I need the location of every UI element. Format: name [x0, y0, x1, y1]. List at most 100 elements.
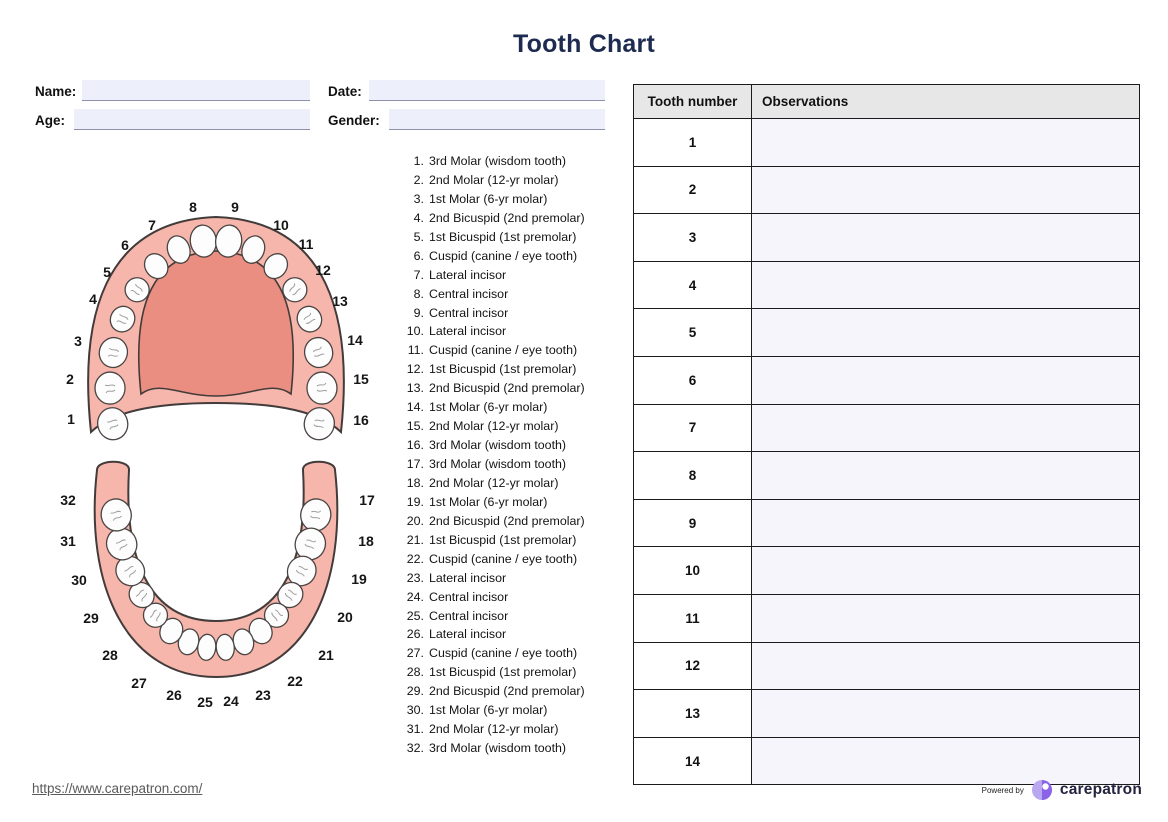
- tooth-number-cell: 7: [633, 403, 752, 453]
- observation-cell[interactable]: [751, 308, 1140, 357]
- name-input[interactable]: [82, 80, 310, 101]
- tooth-shape: [94, 371, 126, 405]
- tooth-number-cell: 3: [633, 213, 752, 262]
- tooth-shape: [100, 498, 132, 532]
- tooth-number-label: 8: [189, 199, 197, 215]
- observation-cell[interactable]: [751, 260, 1140, 310]
- website-link[interactable]: https://www.carepatron.com/: [32, 781, 203, 796]
- tooth-list-item: 14.1st Molar (6-yr molar): [398, 398, 628, 417]
- tooth-number-header: Tooth number: [633, 84, 752, 119]
- tooth-list-name: Lateral incisor: [429, 267, 507, 282]
- tooth-list-item: 23.Lateral incisor: [398, 569, 628, 588]
- tooth-list-number: 28.: [406, 665, 424, 680]
- observation-cell[interactable]: [751, 165, 1140, 215]
- tooth-number-cell: 13: [633, 689, 752, 738]
- observation-cell[interactable]: [751, 736, 1140, 786]
- tooth-list-item: 27. Cuspid (canine / eye tooth): [398, 644, 628, 663]
- tooth-list-name: Cuspid (canine / eye tooth): [429, 343, 578, 358]
- tooth-number-label: 16: [353, 412, 369, 428]
- observation-cell[interactable]: [751, 451, 1140, 500]
- tooth-list-item: 4.2nd Bicuspid (2nd premolar): [398, 209, 628, 228]
- tooth-list-item: 19.1st Molar (6-yr molar): [398, 493, 628, 512]
- observation-cell[interactable]: [751, 641, 1140, 691]
- tooth-list-name: 2nd Bicuspid (2nd premolar): [429, 513, 585, 528]
- gender-label: Gender:: [328, 113, 380, 128]
- tooth-number-label: 29: [83, 610, 99, 626]
- tooth-list-item: 1.3rd Molar (wisdom tooth): [398, 152, 628, 171]
- tooth-list-number: 26.: [406, 627, 424, 642]
- date-input[interactable]: [369, 80, 605, 101]
- tooth-list-name: 2nd Molar (12-yr molar): [429, 722, 559, 737]
- tooth-number-label: 11: [299, 236, 314, 252]
- tooth-list-number: 5.: [413, 229, 424, 244]
- table-row: 5: [633, 308, 1140, 357]
- tooth-list-item: 32.3rd Molar (wisdom tooth): [398, 739, 628, 758]
- tooth-list-number: 12.: [406, 362, 424, 377]
- tooth-number-cell: 11: [633, 593, 752, 643]
- tooth-list-item: 12. 1st Bicuspid (1st premolar): [398, 360, 628, 379]
- observation-cell[interactable]: [751, 403, 1140, 453]
- tooth-number-label: 22: [287, 673, 303, 689]
- tooth-list-number: 11.: [407, 343, 424, 358]
- tooth-list-number: 21.: [406, 532, 424, 547]
- tooth-list-item: 11. Cuspid (canine / eye tooth): [398, 341, 628, 360]
- tooth-list-item: 13.2nd Bicuspid (2nd premolar): [398, 379, 628, 398]
- tooth-list-name: 1st Bicuspid (1st premolar): [429, 362, 577, 377]
- observation-cell[interactable]: [751, 498, 1140, 548]
- observation-cell[interactable]: [751, 118, 1140, 167]
- tooth-list-name: 2nd Bicuspid (2nd premolar): [429, 381, 585, 396]
- tooth-shape: [303, 407, 335, 441]
- tooth-list-name: Cuspid (canine / eye tooth): [429, 646, 578, 661]
- tooth-list-number: 9.: [413, 305, 424, 320]
- tooth-list-name: Central incisor: [429, 305, 509, 320]
- observation-cell[interactable]: [751, 546, 1140, 595]
- tooth-list-item: 2.2nd Molar (12-yr molar): [398, 171, 628, 190]
- tooth-number-label: 12: [315, 262, 331, 278]
- tooth-list-name: Central incisor: [429, 286, 509, 301]
- tooth-number-cell: 12: [633, 641, 752, 691]
- tooth-list-number: 10.: [406, 324, 424, 339]
- tooth-list-number: 16.: [406, 438, 424, 453]
- tooth-number-cell: 5: [633, 308, 752, 357]
- tooth-shape: [143, 253, 169, 280]
- tooth-list-number: 1.: [413, 154, 424, 168]
- observation-cell[interactable]: [751, 689, 1140, 738]
- tooth-list-item: 22.Cuspid (canine / eye tooth): [398, 550, 628, 569]
- observation-cell[interactable]: [751, 213, 1140, 262]
- tooth-number-label: 20: [337, 609, 353, 625]
- tooth-number-cell: 10: [633, 546, 752, 595]
- tooth-number-label: 21: [318, 647, 334, 663]
- tooth-number-cell: 14: [633, 736, 752, 786]
- tooth-list-name: 1st Molar (6-yr molar): [429, 191, 548, 206]
- tooth-list-name: 1st Bicuspid (1st premolar): [429, 532, 577, 547]
- tooth-list-name: 3rd Molar (wisdom tooth): [429, 438, 567, 453]
- tooth-list-name: 2nd Molar (12-yr molar): [429, 419, 559, 434]
- tooth-shape: [142, 602, 169, 628]
- tooth-list-number: 27.: [406, 646, 424, 661]
- page-title: Tooth Chart: [513, 30, 655, 58]
- observation-cell[interactable]: [751, 355, 1140, 405]
- tooth-list-number: 23.: [406, 570, 424, 585]
- table-row: 7: [633, 403, 1140, 453]
- tooth-list-number: 30.: [406, 703, 424, 718]
- age-input[interactable]: [74, 109, 310, 130]
- tooth-number-label: 18: [358, 533, 374, 549]
- observation-cell[interactable]: [751, 593, 1140, 643]
- tooth-number-label: 27: [131, 675, 147, 691]
- table-row: 8: [633, 451, 1140, 500]
- date-label: Date:: [328, 84, 362, 99]
- tooth-list-item: 8.Central incisor: [398, 285, 628, 304]
- tooth-shape: [166, 235, 191, 264]
- table-row: 4: [633, 260, 1140, 310]
- gender-input[interactable]: [389, 109, 605, 130]
- table-row: 10: [633, 546, 1140, 595]
- table-header-row: Tooth number Observations: [633, 84, 1140, 119]
- tooth-number-label: 3: [74, 333, 82, 349]
- tooth-list-number: 24.: [406, 589, 424, 604]
- tooth-list-number: 4.: [413, 210, 424, 225]
- tooth-list-number: 29.: [406, 684, 424, 699]
- tooth-shape: [128, 581, 155, 609]
- table-row: 1: [633, 118, 1140, 167]
- tooth-number-label: 28: [102, 647, 118, 663]
- tooth-list-number: 7.: [413, 267, 424, 282]
